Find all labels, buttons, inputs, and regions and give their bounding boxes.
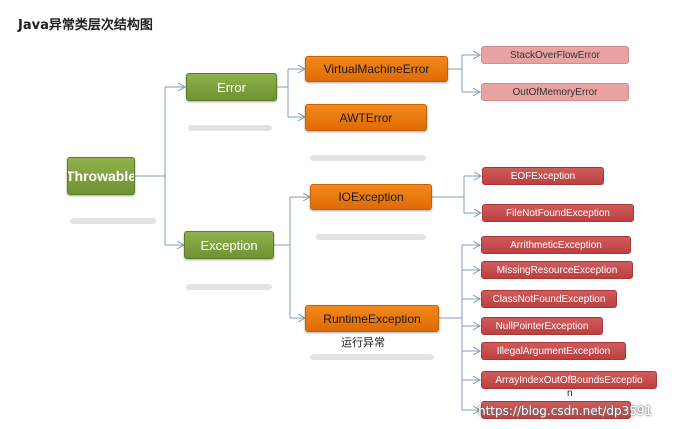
node-io-exception: IOException	[310, 184, 432, 210]
node-eof-exception: EOFException	[482, 167, 604, 185]
node-exception-leaf-hidden	[481, 401, 631, 419]
reflection-bar	[310, 155, 426, 161]
link-io-trunk	[432, 176, 465, 213]
link-error-trunk	[277, 69, 289, 117]
node-stack-overflow-error: StackOverFlowError	[481, 46, 629, 64]
link-exception-trunk	[274, 197, 291, 318]
reflection-bar	[186, 284, 272, 290]
link-runtime-trunk	[439, 245, 463, 410]
array-index-label-wrap: n	[567, 388, 573, 399]
runtime-exception-note: 运行异常	[341, 336, 385, 349]
node-throwable: Throwable	[67, 157, 135, 195]
node-runtime-exception: RuntimeException	[305, 305, 439, 332]
node-illegal-argument-exception: IllegalArgumentException	[481, 342, 626, 360]
node-null-pointer-exception: NullPointerException	[481, 317, 603, 335]
node-virtual-machine-error: VirtualMachineError	[305, 56, 448, 82]
diagram-title: Java异常类层次结构图	[18, 18, 153, 33]
watermark-url: https://blog.csdn.net/dp3591	[478, 404, 653, 418]
reflection-bar	[316, 234, 426, 240]
node-error: Error	[186, 73, 277, 101]
reflection-bar	[310, 354, 434, 360]
node-awt-error: AWTError	[305, 104, 427, 131]
reflection-bar	[70, 218, 156, 224]
node-missing-resource-exception: MissingResourceException	[481, 261, 633, 279]
link-vme-trunk	[448, 55, 463, 92]
node-arithmetic-exception: ArrithmeticException	[481, 236, 631, 254]
node-exception: Exception	[184, 231, 274, 259]
link-throwable-trunk	[135, 87, 166, 245]
reflection-bar	[188, 125, 272, 131]
node-file-not-found-exception: FileNotFoundException	[482, 204, 634, 222]
node-out-of-memory-error: OutOfMemoryError	[481, 83, 629, 101]
node-array-index-out-of-bounds-exception: ArrayIndexOutOfBoundsExceptio	[481, 371, 657, 389]
node-class-not-found-exception: ClassNotFoundException	[481, 290, 617, 308]
